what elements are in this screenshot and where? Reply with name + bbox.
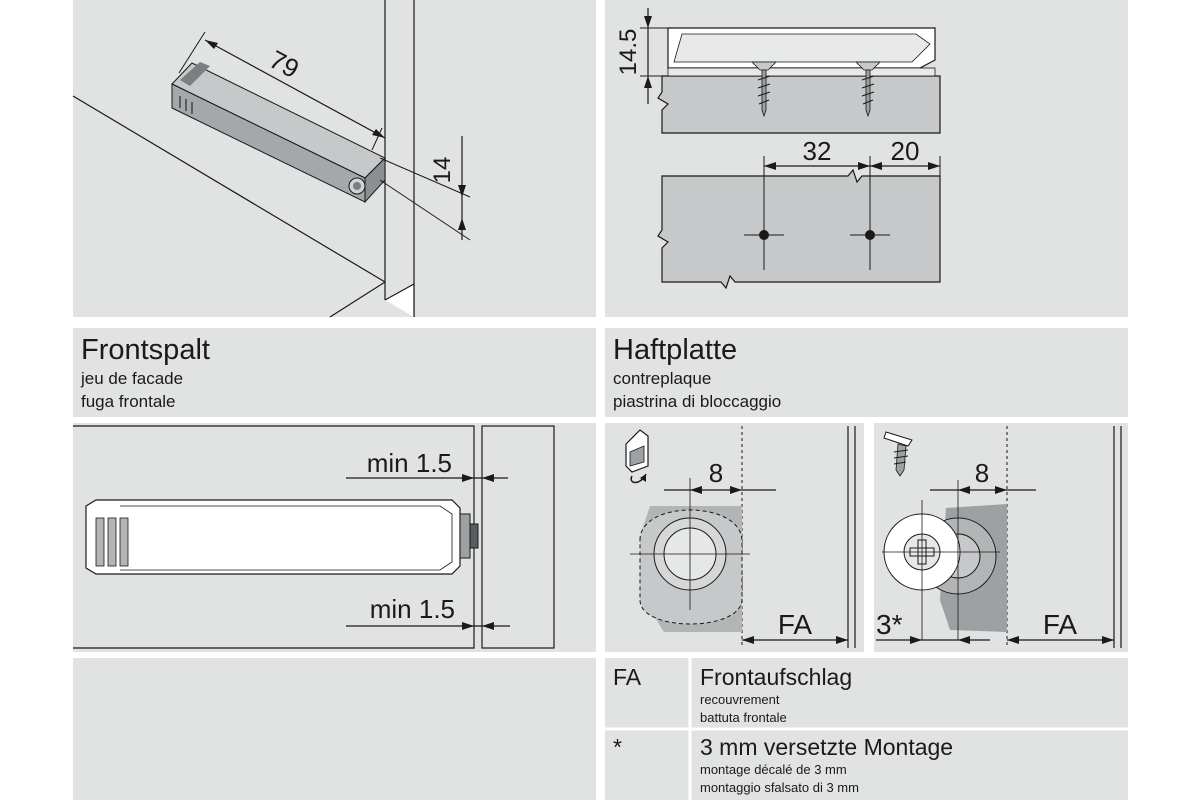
dim-right-8: 8: [975, 458, 989, 488]
hole-marker-1: [759, 230, 769, 240]
legend-key-fa: FA: [613, 664, 642, 690]
dim-left-8: 8: [709, 458, 723, 488]
frontspalt-title: Frontspalt: [81, 334, 210, 366]
gap-bottom-label: min 1.5: [370, 594, 455, 624]
legend-it-fa: battuta frontale: [700, 710, 787, 725]
gap-top-label: min 1.5: [367, 448, 452, 478]
frontspalt-subtitle-it: fuga frontale: [81, 392, 176, 411]
haftplatte-header: Haftplatte contreplaque piastrina di blo…: [605, 328, 1128, 417]
frontspalt-subtitle-fr: jeu de facade: [81, 369, 184, 388]
dim-plate-height-label: 14.5: [615, 29, 642, 76]
dim-spacing-label: 32: [803, 136, 832, 166]
legend-fr-fa: recouvrement: [700, 692, 780, 707]
legend-it-asterisk: montaggio sfalsato di 3 mm: [700, 780, 859, 795]
offset-label: 3*: [876, 609, 903, 640]
legend-title-fa: Frontaufschlag: [700, 664, 853, 690]
haftplatte-subtitle-it: piastrina di bloccaggio: [613, 392, 782, 411]
push-latch-iso: [171, 62, 386, 204]
haftplatte-subtitle-fr: contreplaque: [613, 369, 712, 388]
push-latch-side: [85, 499, 479, 575]
hole-marker-2: [865, 230, 875, 240]
screw-1: [751, 61, 777, 118]
dim-height-label: 14: [429, 157, 456, 184]
panel-empty-bottom-left: [73, 658, 596, 800]
haftplatte-title: Haftplatte: [613, 334, 738, 366]
legend-fr-asterisk: montage décalé de 3 mm: [700, 762, 847, 777]
fa-right-label: FA: [1043, 609, 1078, 640]
screw-2: [855, 61, 881, 118]
fa-left-label: FA: [778, 609, 813, 640]
legend-title-asterisk: 3 mm versetzte Montage: [700, 734, 954, 760]
adhesive-plate-icon: [625, 429, 649, 484]
screw-icon: [883, 431, 913, 477]
legend-key-asterisk: *: [613, 734, 622, 760]
frontspalt-header: Frontspalt jeu de facade fuga frontale: [73, 328, 596, 417]
dim-edge-label: 20: [891, 136, 920, 166]
